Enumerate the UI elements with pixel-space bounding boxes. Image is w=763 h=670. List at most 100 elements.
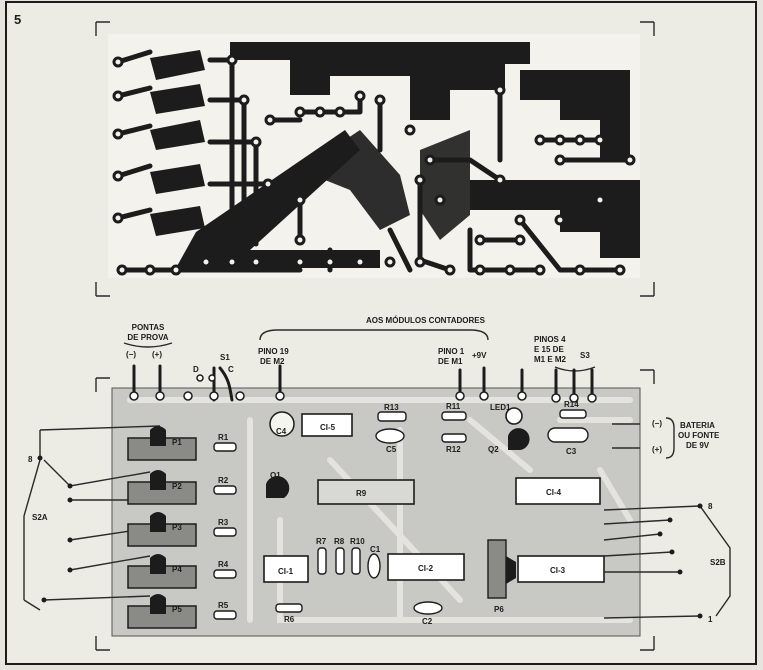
resistor-r5: R5 — [218, 601, 229, 610]
label-s2a: S2A — [32, 513, 48, 522]
capacitor-c2: C2 — [413, 601, 443, 626]
ic-ci1: CI-1 — [263, 555, 309, 583]
svg-text:C3: C3 — [566, 447, 577, 456]
svg-text:R13: R13 — [384, 403, 399, 412]
copper-pattern — [95, 21, 655, 297]
corner-mark — [95, 636, 110, 651]
label-c: C — [228, 365, 234, 374]
label-pontas: PONTAS — [132, 323, 165, 332]
copper-area — [230, 42, 530, 120]
svg-text:R7: R7 — [316, 537, 327, 546]
resistor-r9: R9 — [317, 479, 415, 505]
label-pino1-2: DE M1 — [438, 357, 463, 366]
capacitor-c4: C4 — [269, 411, 295, 437]
label-bateria: BATERIA — [680, 421, 715, 430]
label-pinos4-3: M1 E M2 — [534, 355, 567, 364]
capacitor-c5: C5 — [375, 428, 405, 454]
resistor-r14: R14 — [559, 400, 587, 419]
label-modulos: AOS MÓDULOS CONTADORES — [366, 316, 486, 325]
svg-text:CI-1: CI-1 — [278, 567, 294, 576]
svg-text:(+): (+) — [652, 445, 662, 454]
ic-ci5: CI-5 — [301, 413, 353, 437]
terminal-8b: 8 — [708, 502, 713, 511]
resistor-r3: R3 — [218, 518, 229, 527]
trimmer-p5: P5 — [127, 594, 197, 629]
resistor-r13: R13 — [377, 403, 407, 422]
corner-mark — [95, 282, 110, 297]
trimmer-p6: P6 — [487, 539, 516, 614]
resistor-r11: R11 — [441, 402, 467, 421]
terminal-8: 8 — [28, 455, 33, 464]
svg-text:R6: R6 — [284, 615, 295, 624]
label-s3: S3 — [580, 351, 590, 360]
copper-area — [300, 130, 410, 230]
switch-s2a: 8 S2A — [23, 425, 161, 611]
svg-text:C5: C5 — [386, 445, 397, 454]
transistor-q1: Q1 — [266, 471, 290, 498]
resistor-r2: R2 — [218, 476, 229, 485]
resistor-r8: R8 — [334, 537, 345, 575]
corner-mark — [640, 369, 655, 384]
svg-text:Q1: Q1 — [270, 471, 281, 480]
svg-text:CI-3: CI-3 — [550, 566, 566, 575]
svg-text:P3: P3 — [172, 523, 182, 532]
label-plus: (+) — [152, 350, 162, 359]
ic-ci2: CI-2 — [387, 553, 465, 581]
trimmer-p4: P4 — [127, 554, 197, 589]
board-labels: PONTAS DE PROVA (−) (+) S1 D C PINO 19 D… — [123, 316, 596, 374]
wire-leads — [132, 364, 594, 402]
resistor-r4: R4 — [218, 560, 229, 569]
ic-ci4: CI-4 — [515, 477, 601, 505]
svg-text:C1: C1 — [370, 545, 381, 554]
trimmer-p2: P2 — [127, 470, 197, 505]
label-pino19-2: DE M2 — [260, 357, 285, 366]
svg-text:R14: R14 — [564, 400, 579, 409]
corner-mark — [640, 636, 655, 651]
corner-mark — [640, 282, 655, 297]
label-9v: +9V — [472, 351, 487, 360]
label-s2b: S2B — [710, 558, 726, 567]
svg-text:P4: P4 — [172, 565, 182, 574]
svg-text:P2: P2 — [172, 482, 182, 491]
brace — [123, 342, 173, 348]
svg-text:P1: P1 — [172, 438, 182, 447]
svg-text:C4: C4 — [276, 427, 287, 436]
resistors-left: R1 R2 R3 R4 R5 — [213, 433, 237, 620]
label-pontas-2: DE PROVA — [127, 333, 168, 342]
capacitor-c3: C3 — [547, 427, 589, 456]
ic-ci3: CI-3 — [517, 555, 605, 583]
corner-mark — [95, 377, 110, 392]
resistor-r7: R7 — [316, 537, 327, 575]
svg-text:CI-5: CI-5 — [320, 423, 336, 432]
svg-text:R10: R10 — [350, 537, 365, 546]
label-d: D — [193, 365, 199, 374]
svg-text:R8: R8 — [334, 537, 345, 546]
svg-text:R9: R9 — [356, 489, 367, 498]
svg-text:CI-4: CI-4 — [546, 488, 562, 497]
switch-s2b: 8 S2B 1 — [603, 502, 731, 624]
label-bateria-3: DE 9V — [686, 441, 710, 450]
label-pino1: PINO 1 — [438, 347, 465, 356]
copper-pads — [112, 54, 636, 276]
label-pinos4-2: E 15 DE — [534, 345, 564, 354]
component-layout: 8 S2A P1 P2 P3 P4 — [23, 364, 731, 651]
led-1: LED1 — [490, 403, 523, 425]
label-s1: S1 — [220, 353, 230, 362]
label-pinos4: PINOS 4 — [534, 335, 566, 344]
label-pino19: PINO 19 — [258, 347, 289, 356]
trimmer-p1: P1 — [127, 426, 197, 461]
pads — [129, 391, 597, 403]
svg-text:R11: R11 — [446, 402, 461, 411]
resistor-r10: R10 — [350, 537, 365, 575]
battery-terminals: (−) (+) BATERIA OU FONTE DE 9V — [612, 417, 720, 459]
svg-text:P6: P6 — [494, 605, 504, 614]
svg-text:C2: C2 — [422, 617, 433, 626]
trimmers: P1 P2 P3 P4 P5 — [127, 426, 197, 629]
svg-text:LED1: LED1 — [490, 403, 511, 412]
terminal-1: 1 — [708, 615, 713, 624]
svg-text:(−): (−) — [652, 419, 662, 428]
trimmer-p3: P3 — [127, 512, 197, 547]
corner-mark — [95, 21, 110, 36]
brace — [259, 329, 489, 341]
